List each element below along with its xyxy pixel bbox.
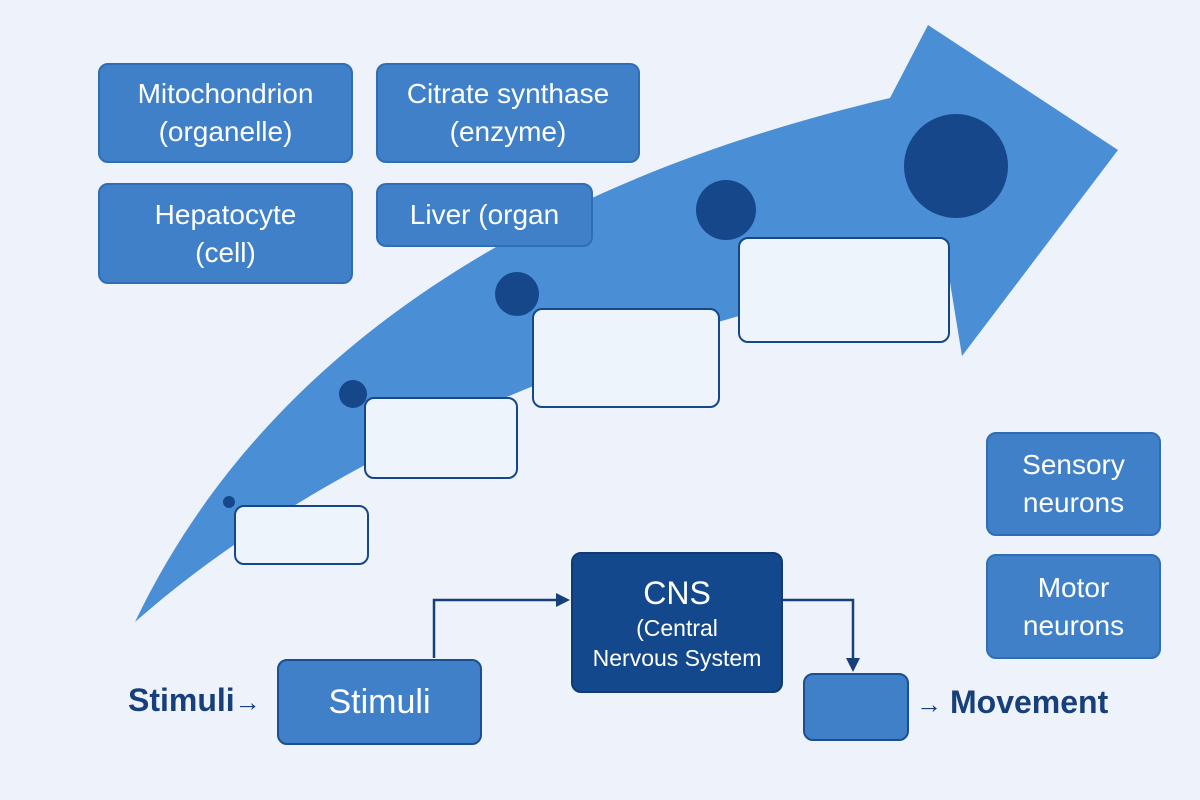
sensory-line1: Sensory xyxy=(1022,449,1125,480)
cns-title: CNS xyxy=(643,574,711,611)
motor-neurons-box: Motor neurons xyxy=(986,554,1161,659)
arrowhead-to-effector xyxy=(846,658,860,672)
sensory-neurons-box: Sensory neurons xyxy=(986,432,1161,536)
movement-output-arrow: → xyxy=(916,689,942,719)
cns-subtitle-line2: Nervous System xyxy=(592,644,762,671)
level-citrate-synthase: Citrate synthase (enzyme) xyxy=(376,63,640,163)
effector-box xyxy=(803,673,909,741)
dot-large xyxy=(495,272,539,316)
level-liver: Liver (organ xyxy=(376,183,593,247)
dot-xxlarge xyxy=(904,114,1008,218)
connector-cns-to-effector xyxy=(782,598,855,658)
level-line1: Citrate synthase xyxy=(406,78,610,109)
step-box-4 xyxy=(738,237,950,343)
level-line1: Mitochondrion xyxy=(137,78,314,109)
motor-line2: neurons xyxy=(1022,609,1125,641)
cns-box: CNS (Central Nervous System xyxy=(571,552,783,693)
step-box-2 xyxy=(364,397,518,479)
step-box-3 xyxy=(532,308,720,408)
connector-stimuli-to-cns xyxy=(432,598,556,658)
movement-output-text: Movement xyxy=(950,684,1109,720)
step-box-1 xyxy=(234,505,369,565)
level-hepatocyte: Hepatocyte (cell) xyxy=(98,183,353,284)
dot-small xyxy=(223,496,235,508)
stimuli-input-text: Stimuli xyxy=(128,682,235,718)
movement-output-label: → Movement xyxy=(916,684,1108,721)
stimuli-box-label: Stimuli xyxy=(328,682,431,721)
dot-medium xyxy=(339,380,367,408)
cns-subtitle-line1: (Central xyxy=(636,614,718,641)
level-line2: (enzyme) xyxy=(449,116,567,147)
arrowhead-to-cns xyxy=(556,593,570,607)
sensory-line2: neurons xyxy=(1022,487,1125,518)
dot-xlarge xyxy=(696,180,756,240)
level-line1: Hepatocyte xyxy=(154,198,297,230)
level-line1: Liver (organ xyxy=(409,199,560,230)
motor-line1: Motor xyxy=(1037,571,1110,603)
level-line2: (organelle) xyxy=(158,116,293,147)
stimuli-input-label: Stimuli→ xyxy=(128,682,261,719)
stimuli-box: Stimuli xyxy=(277,659,482,745)
level-mitochondrion: Mitochondrion (organelle) xyxy=(98,63,353,163)
stimuli-input-arrow: → xyxy=(234,687,261,717)
level-line2: (cell) xyxy=(195,236,256,268)
